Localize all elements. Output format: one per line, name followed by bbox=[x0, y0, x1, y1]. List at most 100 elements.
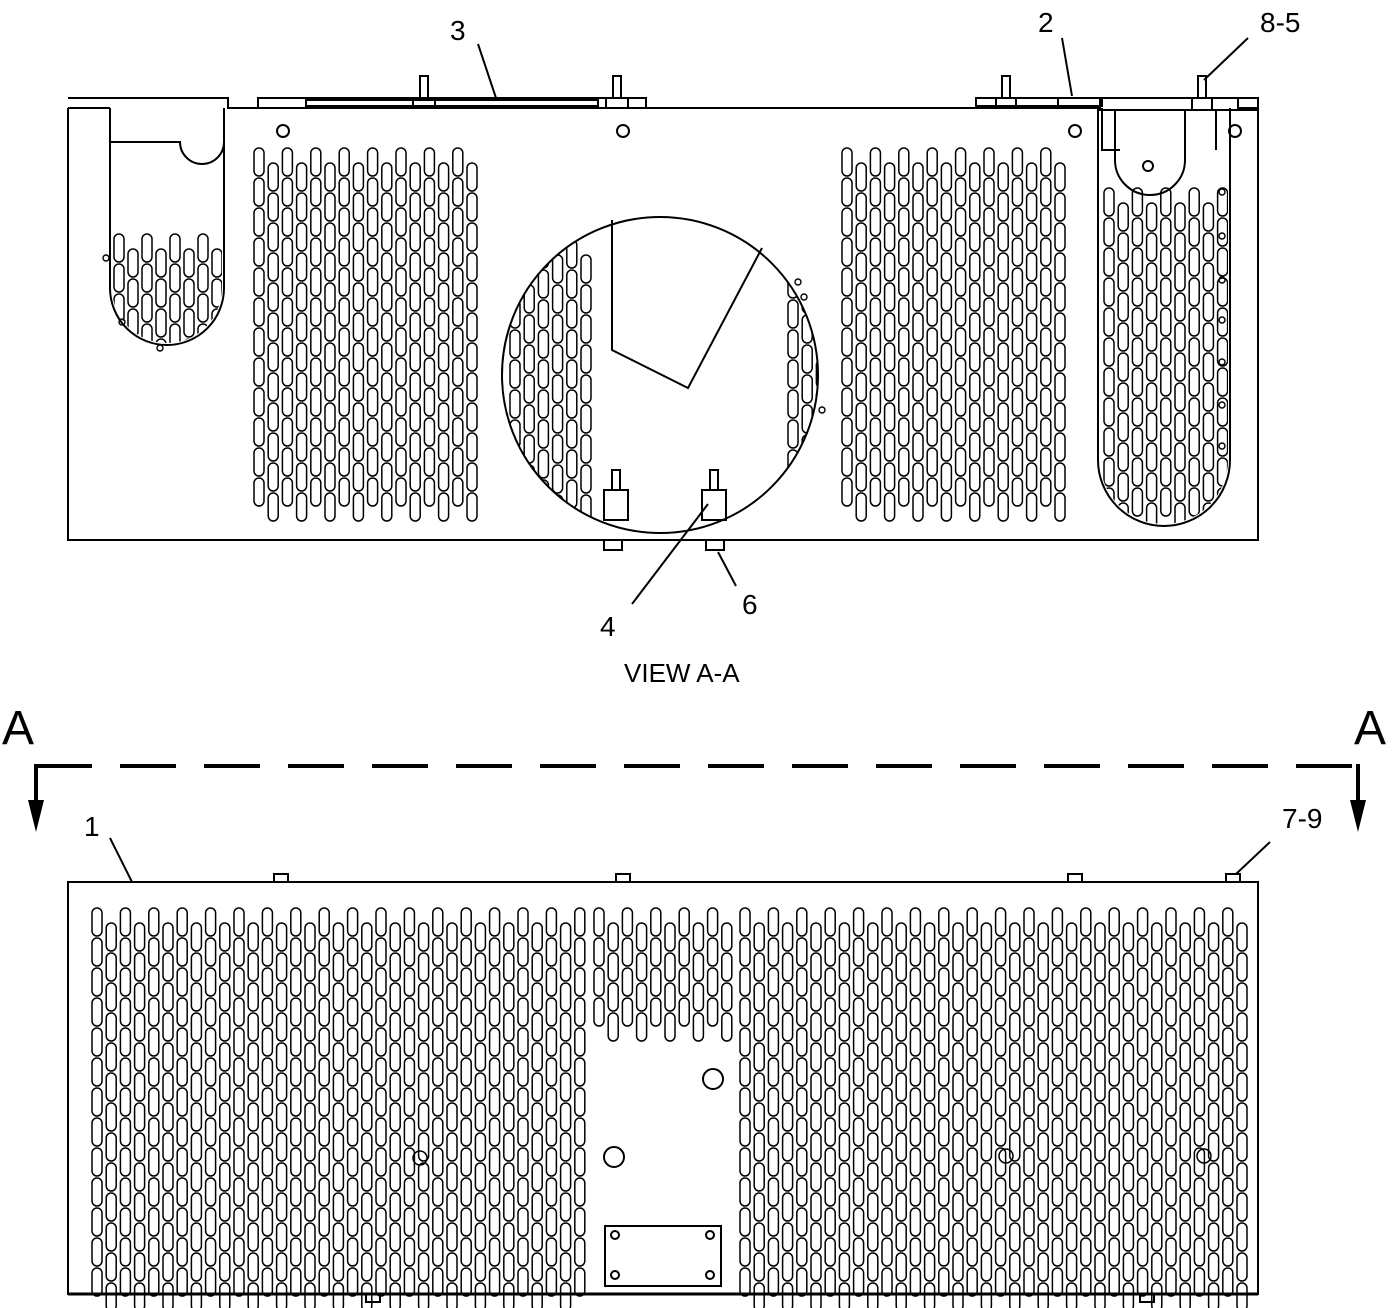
perforation-slot bbox=[474, 1162, 487, 1192]
perforation-slot bbox=[997, 462, 1009, 492]
perforation-slot bbox=[446, 922, 458, 952]
perforation-slot bbox=[574, 997, 586, 1027]
perforation-slot bbox=[940, 192, 953, 222]
svg-text:3: 3 bbox=[450, 15, 466, 46]
perforation-slot bbox=[1080, 1237, 1092, 1267]
front-view bbox=[67, 873, 1259, 1303]
perforation-slot bbox=[466, 432, 478, 462]
perforation-slot bbox=[1054, 222, 1066, 252]
perforation-slot bbox=[310, 207, 322, 237]
perforation-slot bbox=[509, 359, 521, 389]
perforation-slot bbox=[1011, 267, 1024, 297]
perforation-slot bbox=[324, 252, 336, 282]
perforation-slot bbox=[1145, 322, 1158, 352]
perforation-slot bbox=[781, 1132, 794, 1162]
perforation-slot bbox=[1011, 477, 1024, 507]
perforation-slot bbox=[767, 997, 780, 1027]
perforation-slot bbox=[204, 907, 217, 937]
perforation-slot bbox=[912, 372, 924, 402]
perforation-slot bbox=[1117, 382, 1129, 412]
perforation-slot bbox=[855, 432, 867, 462]
perforation-slot bbox=[531, 1252, 543, 1282]
perforation-slot bbox=[1094, 1012, 1106, 1042]
perforation-slot bbox=[1160, 397, 1172, 427]
perforation-slot bbox=[1054, 432, 1066, 462]
perforation-slot bbox=[994, 967, 1007, 997]
perforation-slot bbox=[824, 937, 836, 967]
perforation-slot bbox=[909, 1207, 922, 1237]
perforation-slot bbox=[593, 997, 605, 1027]
perforation-slot bbox=[105, 1132, 117, 1162]
pivot-hole bbox=[1142, 160, 1154, 172]
perforation-slot bbox=[1188, 247, 1200, 277]
perforation-slot bbox=[593, 937, 605, 967]
perforation-slot bbox=[1188, 367, 1200, 397]
perforation-slot bbox=[91, 1237, 103, 1267]
perforation-slot bbox=[838, 952, 851, 982]
perforation-slot bbox=[954, 267, 967, 297]
perforation-slot bbox=[281, 237, 294, 267]
perforation-slot bbox=[994, 1117, 1007, 1147]
perforation-slot bbox=[1165, 1177, 1177, 1207]
perforation-slot bbox=[1179, 1132, 1191, 1162]
perforation-slot bbox=[281, 417, 294, 447]
perforation-slot bbox=[1145, 262, 1158, 292]
perforation-slot bbox=[938, 1207, 950, 1237]
perforation-slot bbox=[867, 1012, 879, 1042]
perforation-slot bbox=[1202, 202, 1215, 232]
perforation-slot bbox=[119, 1027, 132, 1057]
perforation-slot bbox=[1094, 1252, 1106, 1282]
perforation-slot bbox=[537, 359, 550, 389]
perforation-slot bbox=[1165, 997, 1177, 1027]
perforation-slot bbox=[318, 937, 330, 967]
perforation-slot bbox=[1023, 1237, 1035, 1267]
perforation-slot bbox=[537, 269, 550, 299]
perforation-slot bbox=[838, 1282, 851, 1308]
perforation-slot bbox=[1165, 967, 1177, 997]
perforation-slot bbox=[692, 982, 705, 1012]
perforation-slot bbox=[952, 1072, 964, 1102]
perforation-slot bbox=[559, 1102, 572, 1132]
perforation-slot bbox=[559, 952, 572, 982]
perforation-slot bbox=[352, 252, 365, 282]
perforation-slot bbox=[815, 419, 818, 449]
perforation-slot bbox=[509, 239, 521, 269]
perforation-slot bbox=[233, 1057, 245, 1087]
top-plate-studs bbox=[412, 75, 629, 109]
perforation-slot bbox=[366, 297, 379, 327]
perforation-slot bbox=[148, 1117, 160, 1147]
perforation-slot bbox=[1025, 342, 1038, 372]
perforation-slot bbox=[141, 233, 153, 263]
perforation-slot bbox=[381, 402, 393, 432]
perforation-slot bbox=[366, 177, 379, 207]
perforation-slot bbox=[509, 479, 521, 509]
perforation-slot bbox=[721, 1012, 733, 1042]
perforation-slot bbox=[318, 1147, 330, 1177]
perforation-slot bbox=[261, 967, 274, 997]
perforation-slot bbox=[767, 907, 780, 937]
perforation-slot bbox=[318, 1267, 330, 1297]
perforation-slot bbox=[966, 1207, 978, 1237]
perforation-slot bbox=[324, 372, 336, 402]
perforation-slot bbox=[980, 982, 993, 1012]
perforation-slot bbox=[105, 982, 117, 1012]
perforation-slot bbox=[855, 222, 867, 252]
perforation-slot bbox=[105, 1282, 117, 1308]
perforation-slot bbox=[395, 237, 407, 267]
perforation-slot bbox=[753, 1102, 765, 1132]
perforation-slot bbox=[838, 1222, 851, 1252]
perforation-slot bbox=[119, 1177, 132, 1207]
perforation-slot bbox=[1207, 1162, 1220, 1192]
perforation-slot bbox=[883, 162, 896, 192]
top-plate-item-3 bbox=[257, 97, 647, 109]
perforation-slot bbox=[551, 464, 564, 494]
perforation-slot bbox=[1160, 487, 1172, 517]
perforation-slot bbox=[395, 477, 407, 507]
perforation-slot bbox=[1054, 402, 1066, 432]
perforation-slot bbox=[190, 952, 203, 982]
perforation-slot bbox=[545, 1207, 558, 1237]
perforation-slot bbox=[781, 1042, 794, 1072]
perforation-slot bbox=[545, 1027, 558, 1057]
perforation-slot bbox=[409, 342, 421, 372]
perforation-slot bbox=[162, 1252, 174, 1282]
